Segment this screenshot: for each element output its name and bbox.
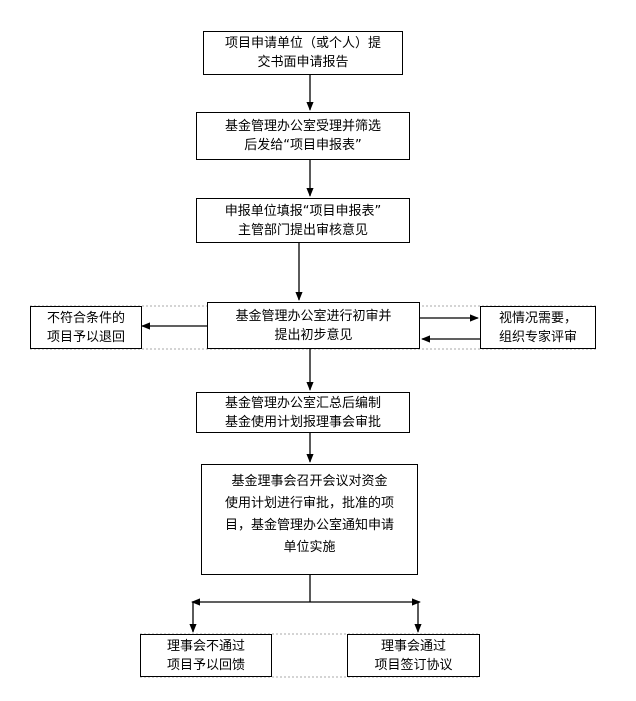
node-rejected-return: 不符合条件的 项目予以退回 bbox=[30, 306, 142, 349]
node-approved-label: 理事会通过 项目签订协议 bbox=[374, 638, 453, 673]
node-summary-plan-label: 基金管理办公室汇总后编制 基金使用计划报理事会审批 bbox=[224, 395, 381, 430]
node-expert-review-label: 视情况需要， 组织专家评审 bbox=[498, 310, 577, 345]
node-applicant-fill-form: 申报单位填报“项目申报表” 主管部门提出审核意见 bbox=[196, 198, 410, 243]
node-approved: 理事会通过 项目签订协议 bbox=[347, 634, 480, 677]
node-not-approved-label: 理事会不通过 项目予以回馈 bbox=[166, 638, 245, 673]
node-council-meeting-label: 基金理事会召开会议对资金 使用计划进行审批，批准的项 目，基金管理办公室通知申请… bbox=[224, 474, 394, 555]
node-summary-plan: 基金管理办公室汇总后编制 基金使用计划报理事会审批 bbox=[196, 392, 410, 433]
node-not-approved: 理事会不通过 项目予以回馈 bbox=[140, 634, 272, 677]
node-fund-office-accept: 基金管理办公室受理并筛选 后发给“项目申报表” bbox=[196, 112, 410, 160]
node-council-meeting: 基金理事会召开会议对资金 使用计划进行审批，批准的项 目，基金管理办公室通知申请… bbox=[201, 464, 418, 575]
node-applicant-fill-form-label: 申报单位填报“项目申报表” 主管部门提出审核意见 bbox=[224, 203, 382, 238]
node-expert-review: 视情况需要， 组织专家评审 bbox=[480, 306, 596, 349]
node-rejected-return-label: 不符合条件的 项目予以退回 bbox=[46, 310, 125, 345]
node-submit-report: 项目申请单位（或个人）提 交书面申请报告 bbox=[203, 31, 403, 75]
node-fund-office-accept-label: 基金管理办公室受理并筛选 后发给“项目申报表” bbox=[224, 119, 381, 153]
node-submit-report-label: 项目申请单位（或个人）提 交书面申请报告 bbox=[224, 36, 381, 70]
node-preliminary-review-label: 基金管理办公室进行初审并 提出初步意见 bbox=[235, 308, 392, 343]
node-preliminary-review: 基金管理办公室进行初审并 提出初步意见 bbox=[207, 302, 420, 349]
